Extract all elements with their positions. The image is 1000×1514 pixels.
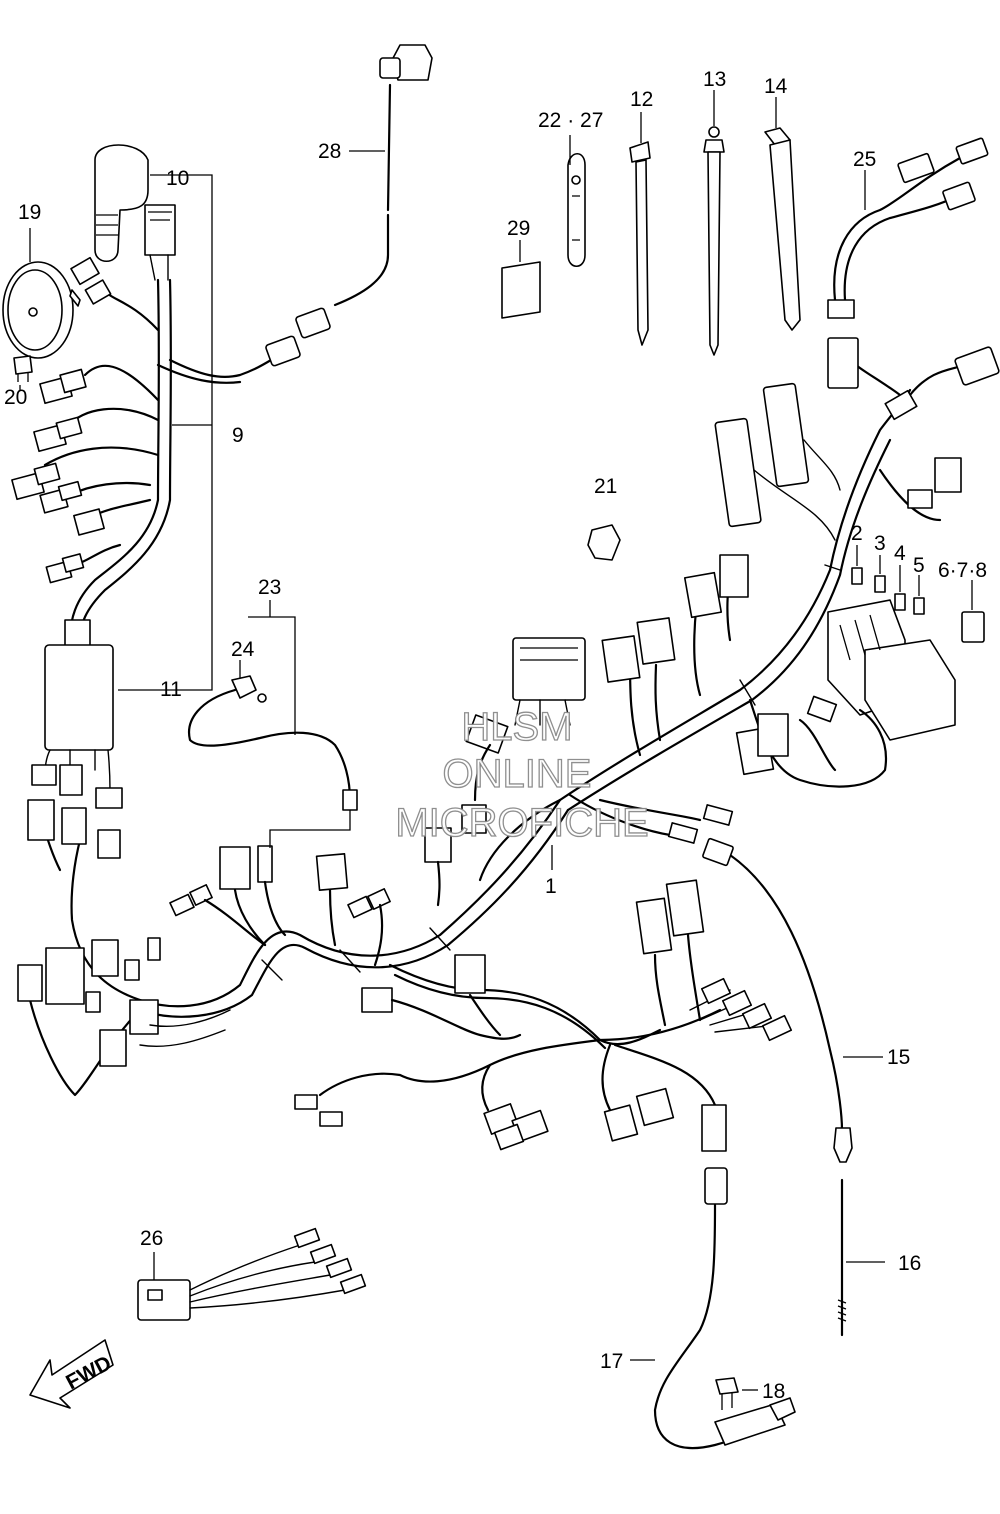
clip-21 xyxy=(587,524,621,561)
callout-25: 25 xyxy=(853,148,876,171)
callout-16: 16 xyxy=(898,1252,921,1275)
callout-15: 15 xyxy=(887,1046,910,1069)
callout-20: 20 xyxy=(4,386,27,409)
left-sub-harness xyxy=(11,144,282,809)
watermark-line-2: ONLINE xyxy=(443,752,592,796)
main-harness xyxy=(17,337,1000,1152)
lead-26 xyxy=(137,1227,367,1321)
watermark-line-1: HLSM xyxy=(461,705,572,749)
callout-28: 28 xyxy=(318,140,341,163)
callout-23: 23 xyxy=(258,576,281,599)
callout-14: 14 xyxy=(764,75,788,98)
callout-4: 4 xyxy=(894,542,906,565)
callout-11: 11 xyxy=(160,678,182,701)
callout-10: 10 xyxy=(166,167,189,190)
callout-labels: 1 2 3 4 5 6·7·8 9 10 11 12 13 14 15 16 1… xyxy=(4,68,987,1403)
callout-29: 29 xyxy=(507,217,530,240)
lead-23-24 xyxy=(188,600,358,848)
callout-24: 24 xyxy=(231,638,255,661)
callout-21: 21 xyxy=(594,475,617,498)
bolt-18 xyxy=(715,1377,758,1410)
callout-17: 17 xyxy=(600,1350,623,1373)
lead-25 xyxy=(827,137,989,319)
callout-22-27: 22 · 27 xyxy=(538,109,603,132)
callout-9: 9 xyxy=(232,424,244,447)
watermark: HLSM ONLINE MICROFICHE xyxy=(395,704,650,845)
callout-6-7-8: 6·7·8 xyxy=(938,559,987,582)
lead-28 xyxy=(265,44,433,367)
callout-18: 18 xyxy=(762,1380,785,1403)
callout-19: 19 xyxy=(18,201,41,224)
callout-3: 3 xyxy=(874,532,886,555)
switch-17 xyxy=(630,1167,796,1450)
callout-26: 26 xyxy=(140,1227,163,1250)
watermark-line-3: MICROFICHE xyxy=(395,801,648,845)
callout-5: 5 xyxy=(913,554,925,577)
callout-2: 2 xyxy=(851,522,863,545)
fuses-relays xyxy=(827,545,985,741)
callout-1: 1 xyxy=(545,875,557,898)
callout-12: 12 xyxy=(630,88,653,111)
forward-arrow: FWD xyxy=(29,1339,115,1409)
rod-16 xyxy=(837,1178,885,1337)
small-parts-ties xyxy=(501,90,801,356)
horn-part xyxy=(2,228,81,390)
sensor-15 xyxy=(702,837,883,1163)
callout-13: 13 xyxy=(703,68,726,91)
